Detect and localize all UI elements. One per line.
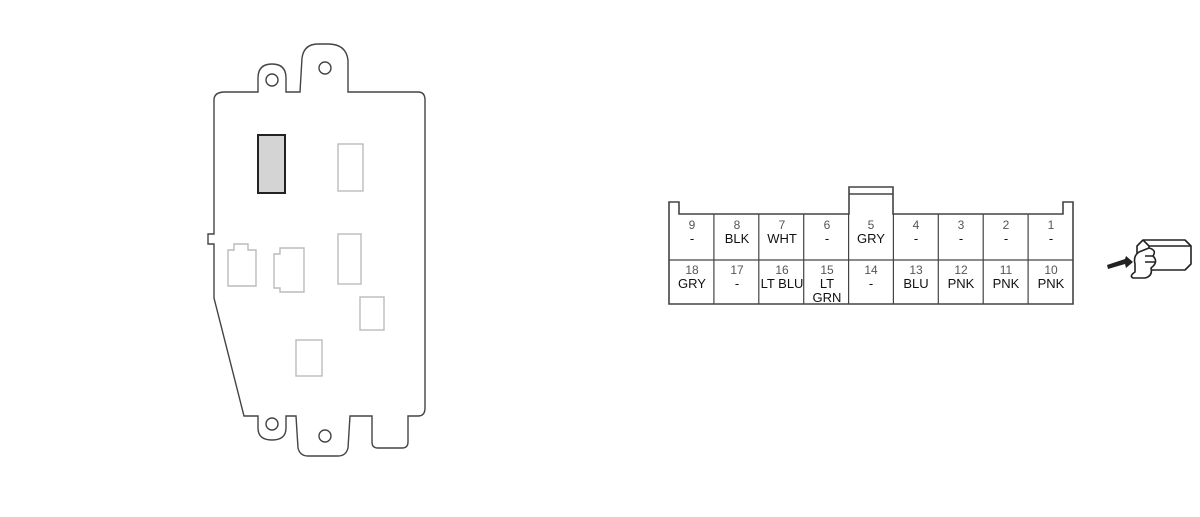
pin-number: 3 <box>957 218 965 232</box>
pin-9: 9- <box>670 216 714 260</box>
pin-number: 1 <box>1047 218 1055 232</box>
connector-socket-a <box>227 243 257 287</box>
connector-housing <box>668 186 1074 305</box>
pin-number: 8 <box>733 218 741 232</box>
pin-1: 1- <box>1029 216 1073 260</box>
pin-number: 6 <box>823 218 831 232</box>
wire-color: - <box>1048 231 1054 246</box>
pin-4: 4- <box>894 216 938 260</box>
pin-number: 18 <box>685 263 699 277</box>
pin-2: 2- <box>984 216 1028 260</box>
pin-6: 6- <box>805 216 849 260</box>
wire-color: BLU <box>903 276 929 291</box>
pin-number: 4 <box>912 218 920 232</box>
wire-color: - <box>689 231 695 246</box>
view-arrow-icon <box>1107 256 1133 269</box>
wire-color: LT GRN <box>812 276 842 305</box>
wire-color: PNK <box>992 276 1020 291</box>
relay-socket-group <box>227 143 385 377</box>
wire-color: PNK <box>1037 276 1065 291</box>
wire-color: GRY <box>857 231 885 246</box>
wire-color: - <box>734 276 740 291</box>
highlighted-connector-icon <box>257 134 286 194</box>
pin-14: 14- <box>849 261 893 305</box>
terminal-side-view-hand-icon <box>1107 239 1192 279</box>
pin-number: 17 <box>730 263 744 277</box>
pin-number: 15 <box>820 263 834 277</box>
wire-color: - <box>958 231 964 246</box>
relay-socket-4 <box>295 339 323 377</box>
pin-number: 12 <box>954 263 968 277</box>
connector-outline <box>668 186 1074 305</box>
wire-color: PNK <box>947 276 975 291</box>
wire-color: - <box>824 231 830 246</box>
fuse-box-outline-icon <box>207 43 426 457</box>
connector-socket-b <box>273 247 305 293</box>
pin-number: 10 <box>1044 263 1058 277</box>
pin-number: 2 <box>1002 218 1010 232</box>
pin-number: 5 <box>867 218 875 232</box>
wire-color: BLK <box>724 231 750 246</box>
pin-17: 17- <box>715 261 759 305</box>
pin-3: 3- <box>939 216 983 260</box>
wire-color: - <box>1003 231 1009 246</box>
wire-color: - <box>868 276 874 291</box>
pin-number: 11 <box>999 263 1013 277</box>
pin-number: 14 <box>864 263 878 277</box>
pin-number: 16 <box>775 263 789 277</box>
fuse-box-diagram <box>207 43 426 457</box>
wire-color: - <box>913 231 919 246</box>
wire-color: WHT <box>767 231 797 246</box>
relay-socket-2 <box>337 233 362 285</box>
wire-color: GRY <box>678 276 706 291</box>
pin-grid <box>669 214 1073 304</box>
relay-socket-1 <box>337 143 364 192</box>
pin-number: 7 <box>778 218 786 232</box>
wire-color: LT BLU <box>760 276 804 291</box>
pin-number: 13 <box>909 263 923 277</box>
pin-number: 9 <box>688 218 696 232</box>
relay-socket-3 <box>359 296 385 331</box>
